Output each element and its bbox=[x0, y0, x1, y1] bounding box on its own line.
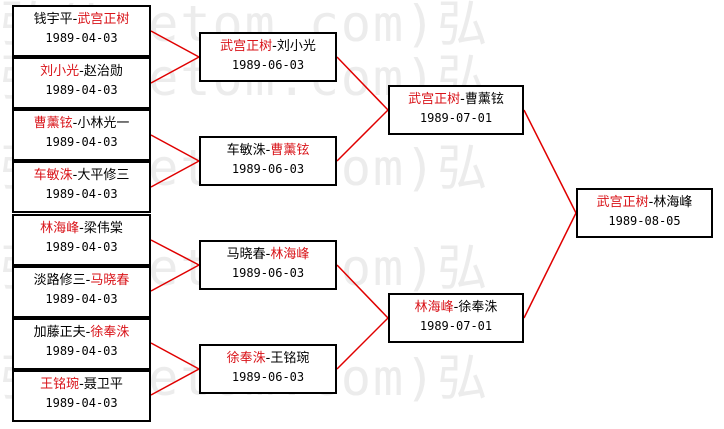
match-date: 1989-04-03 bbox=[45, 187, 118, 201]
match-players: 武宫正树-曹薰铉 bbox=[408, 92, 504, 107]
match-box-r1-3: 曹薰铉-小林光一 1989-04-03 bbox=[12, 109, 151, 161]
match-date: 1989-06-03 bbox=[231, 370, 305, 384]
match-date: 1989-04-03 bbox=[45, 83, 118, 97]
match-date: 1989-04-03 bbox=[45, 31, 118, 45]
winner-name: 刘小光 bbox=[40, 64, 80, 79]
match-date: 1989-04-03 bbox=[45, 396, 118, 410]
bracket-line bbox=[523, 109, 577, 214]
bracket-line bbox=[336, 109, 389, 162]
match-box-r1-7: 加藤正夫-徐奉洙 1989-04-03 bbox=[12, 318, 151, 370]
bracket-line bbox=[150, 30, 200, 58]
match-box-r1-1: 钱宇平-武宫正树 1989-04-03 bbox=[12, 5, 151, 57]
match-date: 1989-06-03 bbox=[231, 162, 305, 176]
winner-name: 林海峰 bbox=[40, 221, 80, 236]
bracket-line bbox=[523, 212, 577, 319]
match-box-final: 武宫正树-林海峰 1989-08-05 bbox=[576, 188, 713, 238]
bracket-line bbox=[336, 56, 389, 111]
player-name: 王铭琬 bbox=[270, 351, 310, 366]
winner-name: 林海峰 bbox=[270, 247, 310, 262]
match-box-r1-6: 淡路修三-马晓春 1989-04-03 bbox=[12, 266, 151, 318]
bracket-line bbox=[150, 56, 200, 84]
match-date: 1989-04-03 bbox=[45, 240, 118, 254]
player-name: 曹薰铉 bbox=[464, 92, 504, 107]
match-box-r2-2: 车敏洙-曹薰铉 1989-06-03 bbox=[199, 136, 337, 186]
match-date: 1989-08-05 bbox=[608, 214, 681, 228]
match-date: 1989-06-03 bbox=[231, 58, 305, 72]
match-players: 车敏洙-大平修三 bbox=[33, 168, 130, 183]
player-name: 加藤正夫 bbox=[33, 325, 86, 340]
match-date: 1989-07-01 bbox=[419, 111, 493, 125]
match-date: 1989-04-03 bbox=[45, 135, 118, 149]
bracket-line bbox=[150, 342, 200, 370]
winner-name: 徐奉洙 bbox=[226, 351, 266, 366]
winner-name: 武宫正树 bbox=[77, 12, 130, 27]
match-players: 车敏洙-曹薰铉 bbox=[226, 143, 310, 158]
player-name: 车敏洙 bbox=[226, 143, 266, 158]
match-players: 加藤正夫-徐奉洙 bbox=[33, 325, 130, 340]
match-players: 淡路修三-马晓春 bbox=[33, 273, 130, 288]
match-players: 林海峰-梁伟棠 bbox=[40, 221, 123, 236]
match-box-r2-3: 马晓春-林海峰 1989-06-03 bbox=[199, 240, 337, 290]
bracket-line bbox=[336, 264, 389, 319]
match-box-r1-2: 刘小光-赵治勋 1989-04-03 bbox=[12, 57, 151, 109]
bracket-line bbox=[336, 317, 389, 370]
player-name: 大平修三 bbox=[77, 168, 130, 183]
player-name: 马晓春 bbox=[226, 247, 266, 262]
player-name: 小林光一 bbox=[77, 116, 130, 131]
player-name: 林海峰 bbox=[653, 195, 693, 210]
bracket-line bbox=[150, 160, 200, 188]
winner-name: 徐奉洙 bbox=[90, 325, 130, 340]
bracket-line bbox=[150, 134, 200, 162]
winner-name: 武宫正树 bbox=[220, 39, 273, 54]
match-box-r2-1: 武宫正树-刘小光 1989-06-03 bbox=[199, 32, 337, 82]
match-players: 王铭琬-聂卫平 bbox=[40, 377, 123, 392]
match-date: 1989-06-03 bbox=[231, 266, 305, 280]
player-name: 梁伟棠 bbox=[83, 221, 123, 236]
winner-name: 林海峰 bbox=[414, 300, 454, 315]
player-name: 钱宇平 bbox=[33, 12, 73, 27]
match-box-semifinal-1: 武宫正树-曹薰铉 1989-07-01 bbox=[388, 85, 524, 135]
match-players: 林海峰-徐奉洙 bbox=[414, 300, 498, 315]
player-name: 徐奉洙 bbox=[458, 300, 498, 315]
match-players: 武宫正树-刘小光 bbox=[220, 39, 316, 54]
match-box-r1-5: 林海峰-梁伟棠 1989-04-03 bbox=[12, 214, 151, 266]
match-players: 曹薰铉-小林光一 bbox=[33, 116, 130, 131]
bracket-line bbox=[150, 239, 200, 266]
player-name: 聂卫平 bbox=[83, 377, 123, 392]
match-box-r1-4: 车敏洙-大平修三 1989-04-03 bbox=[12, 161, 151, 213]
match-players: 徐奉洙-王铭琬 bbox=[226, 351, 310, 366]
match-players: 刘小光-赵治勋 bbox=[40, 64, 123, 79]
bracket-line bbox=[150, 368, 200, 396]
winner-name: 王铭琬 bbox=[40, 377, 80, 392]
winner-name: 曹薰铉 bbox=[33, 116, 73, 131]
player-name: 刘小光 bbox=[276, 39, 316, 54]
winner-name: 马晓春 bbox=[90, 273, 130, 288]
bracket-line bbox=[150, 264, 200, 292]
player-name: 淡路修三 bbox=[33, 273, 86, 288]
match-date: 1989-04-03 bbox=[45, 344, 118, 358]
match-date: 1989-07-01 bbox=[419, 319, 493, 333]
match-date: 1989-04-03 bbox=[45, 292, 118, 306]
winner-name: 武宫正树 bbox=[408, 92, 461, 107]
match-box-semifinal-2: 林海峰-徐奉洙 1989-07-01 bbox=[388, 293, 524, 343]
match-box-r2-4: 徐奉洙-王铭琬 1989-06-03 bbox=[199, 344, 337, 394]
match-players: 武宫正树-林海峰 bbox=[596, 195, 693, 210]
match-box-r1-8: 王铭琬-聂卫平 1989-04-03 bbox=[12, 370, 151, 422]
winner-name: 武宫正树 bbox=[596, 195, 649, 210]
player-name: 赵治勋 bbox=[83, 64, 123, 79]
winner-name: 车敏洙 bbox=[33, 168, 73, 183]
winner-name: 曹薰铉 bbox=[270, 143, 310, 158]
match-players: 钱宇平-武宫正树 bbox=[33, 12, 130, 27]
match-players: 马晓春-林海峰 bbox=[226, 247, 310, 262]
